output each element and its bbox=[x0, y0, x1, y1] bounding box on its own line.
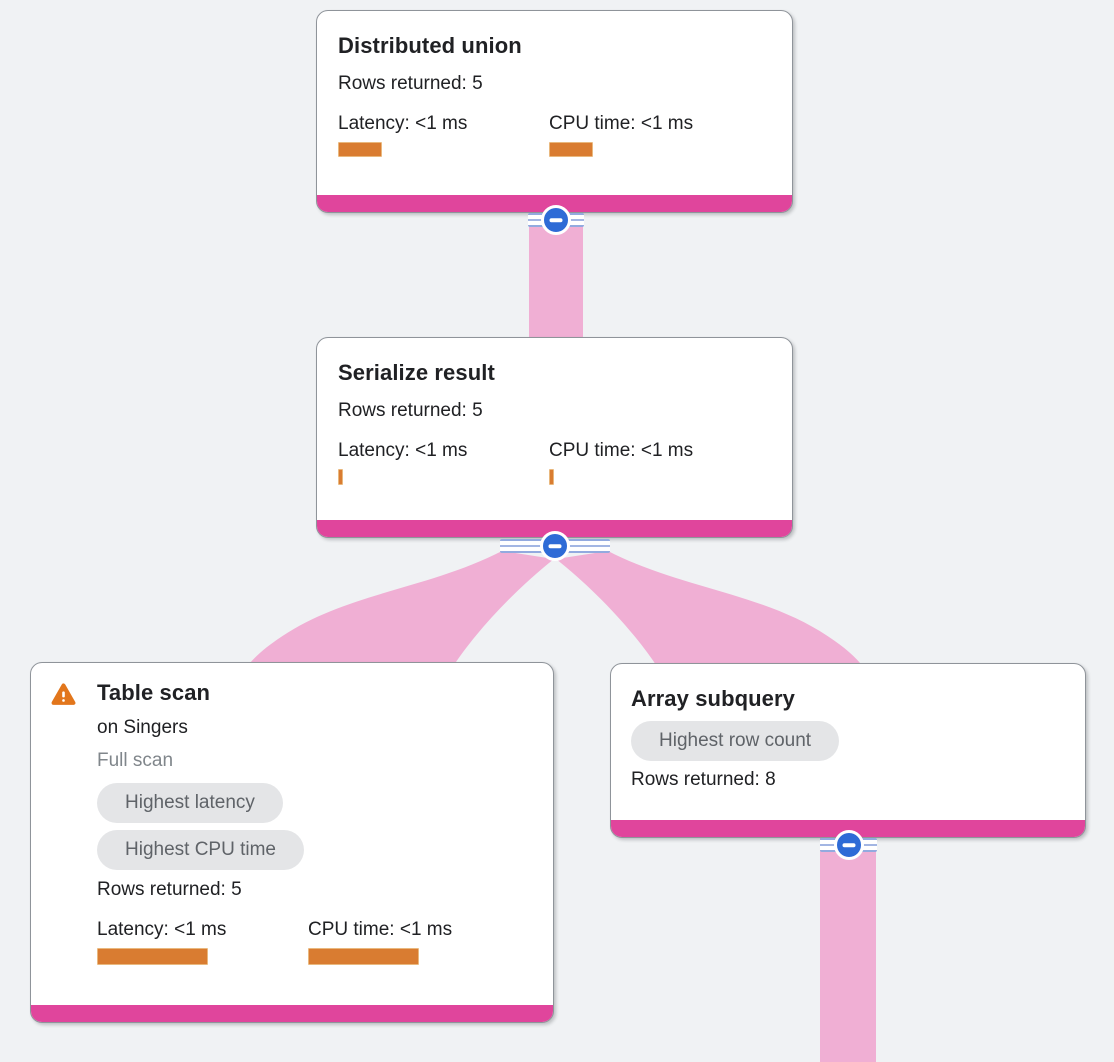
cpu-time-label: CPU time: <1 ms bbox=[549, 113, 694, 134]
cpu-time-bar bbox=[308, 948, 419, 965]
latency-metric: Latency: <1 ms bbox=[338, 440, 549, 485]
cpu-time-bar bbox=[549, 142, 593, 157]
node-accent-bar bbox=[317, 195, 792, 212]
scan-target: on Singers bbox=[97, 717, 188, 738]
node-title: Table scan bbox=[97, 680, 211, 705]
rows-returned: Rows returned: 5 bbox=[97, 879, 242, 900]
node-title: Array subquery bbox=[631, 686, 796, 711]
minus-icon bbox=[541, 205, 571, 235]
badge-row: Highest latency bbox=[97, 783, 533, 823]
highest-cpu-time-badge: Highest CPU time bbox=[97, 830, 304, 870]
rows-returned: Rows returned: 8 bbox=[631, 769, 776, 790]
cpu-time-label: CPU time: <1 ms bbox=[308, 919, 453, 940]
node-accent-bar bbox=[611, 820, 1085, 837]
metrics-row: Latency: <1 ms CPU time: <1 ms bbox=[338, 440, 772, 485]
highest-latency-badge: Highest latency bbox=[97, 783, 283, 823]
rows-returned: Rows returned: 5 bbox=[338, 73, 483, 94]
warning-icon bbox=[49, 680, 78, 706]
plan-node-table-scan[interactable]: Table scan on Singers Full scan Highest … bbox=[30, 662, 554, 1023]
latency-bar bbox=[338, 142, 382, 157]
node-accent-bar bbox=[317, 520, 792, 537]
node-title: Serialize result bbox=[338, 360, 495, 385]
collapse-button-array-subquery[interactable] bbox=[820, 830, 877, 860]
edge-array-subquery-to-child bbox=[820, 832, 876, 1062]
node-header: Table scan bbox=[31, 663, 553, 706]
cpu-time-label: CPU time: <1 ms bbox=[549, 440, 694, 461]
edge-serialize-result-to-array-subquery bbox=[556, 551, 864, 668]
node-accent-bar bbox=[31, 1005, 553, 1022]
latency-metric: Latency: <1 ms bbox=[97, 919, 308, 965]
latency-label: Latency: <1 ms bbox=[338, 440, 468, 461]
plan-node-serialize-result[interactable]: Serialize result Rows returned: 5 Latenc… bbox=[316, 337, 793, 538]
badge-row: Highest CPU time bbox=[97, 830, 533, 870]
highest-row-count-badge: Highest row count bbox=[631, 721, 840, 761]
minus-icon bbox=[833, 830, 864, 860]
plan-node-distributed-union[interactable]: Distributed union Rows returned: 5 Laten… bbox=[316, 10, 793, 213]
collapse-button-distributed-union[interactable] bbox=[528, 205, 584, 235]
latency-label: Latency: <1 ms bbox=[338, 113, 468, 134]
cpu-time-metric: CPU time: <1 ms bbox=[549, 113, 760, 157]
badge-row: Highest row count bbox=[631, 721, 1065, 761]
latency-bar bbox=[338, 469, 343, 485]
minus-icon bbox=[540, 531, 570, 561]
node-title: Distributed union bbox=[338, 33, 522, 58]
latency-label: Latency: <1 ms bbox=[97, 919, 227, 940]
latency-bar bbox=[97, 948, 208, 965]
scan-method: Full scan bbox=[97, 750, 174, 771]
metrics-row: Latency: <1 ms CPU time: <1 ms bbox=[97, 919, 533, 965]
rows-returned: Rows returned: 5 bbox=[338, 400, 483, 421]
cpu-time-metric: CPU time: <1 ms bbox=[308, 919, 519, 965]
cpu-time-bar bbox=[549, 469, 554, 485]
plan-node-array-subquery[interactable]: Array subquery Highest row count Rows re… bbox=[610, 663, 1086, 838]
cpu-time-metric: CPU time: <1 ms bbox=[549, 440, 760, 485]
metrics-row: Latency: <1 ms CPU time: <1 ms bbox=[338, 113, 772, 157]
latency-metric: Latency: <1 ms bbox=[338, 113, 549, 157]
edge-serialize-result-to-table-scan bbox=[246, 551, 554, 668]
collapse-button-serialize-result[interactable] bbox=[500, 531, 610, 561]
